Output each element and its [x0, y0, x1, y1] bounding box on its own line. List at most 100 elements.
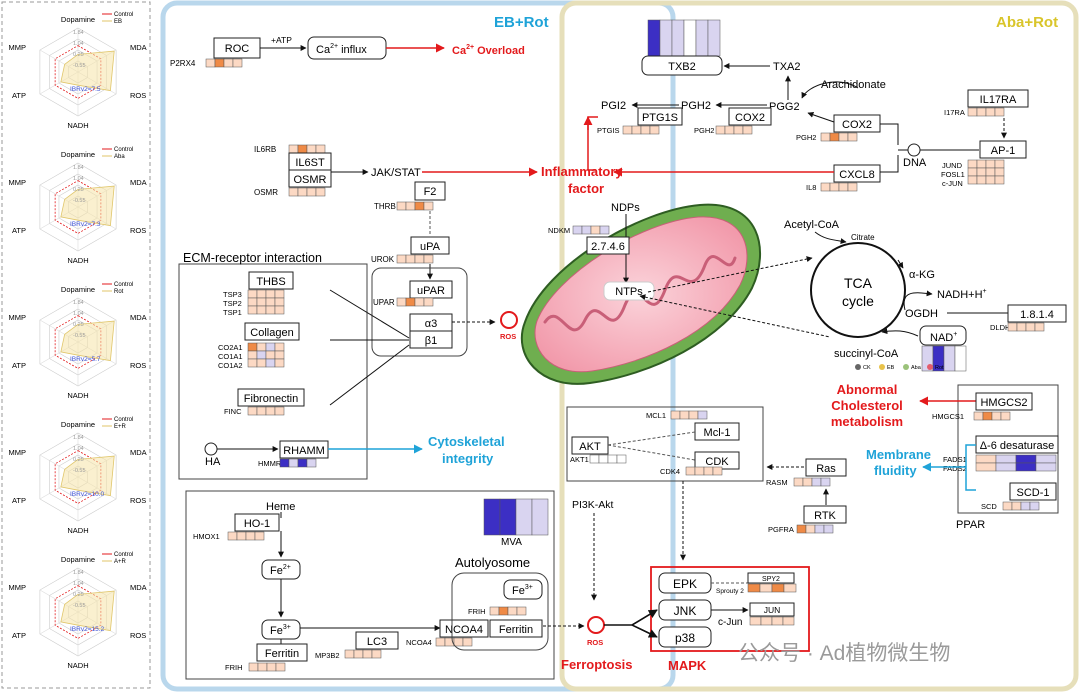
heatmap-cell — [1011, 501, 1022, 511]
heatmap-cell — [749, 616, 762, 626]
hmmr-heatmap — [279, 458, 317, 468]
heatmap-cell — [274, 297, 285, 307]
frih-gene: FRIH — [225, 663, 243, 672]
heatmap-cell — [315, 144, 326, 154]
heatmap-cell — [994, 175, 1005, 185]
radar-tick: 1.04 — [73, 446, 84, 452]
tca-cycle-circle — [810, 242, 906, 338]
ho1-box: HO-1 — [244, 518, 270, 530]
jnk-box: JNK — [674, 604, 697, 618]
radar-legend-treatment: A+R — [114, 559, 127, 565]
radar-axis-label: NADH — [67, 121, 88, 130]
watermark: 公众号 · Ad植物微生物 — [738, 642, 950, 665]
radar-axis-label: ROS — [130, 91, 146, 100]
heatmap-cell — [423, 201, 434, 211]
heatmap-cell — [247, 358, 258, 368]
mp3b2-heatmap — [344, 649, 382, 659]
radar-axis-label: Dopamine — [61, 420, 95, 429]
heatmap-cell — [265, 305, 276, 315]
arachidonate-label: Arachidonate — [821, 79, 886, 91]
heatmap-cell — [616, 454, 627, 464]
heatmap-cell — [1020, 501, 1031, 511]
heatmap-cell — [724, 125, 735, 135]
heatmap-cell — [274, 358, 285, 368]
scd-heatmap — [1002, 501, 1040, 511]
heatmap-cell — [679, 410, 690, 420]
radar-panel: DopamineMDAROSNADHATPMMP1.841.040.25-0.5… — [9, 552, 147, 670]
heatmap-cell — [254, 531, 265, 541]
cxcl8-box: CXCL8 — [839, 169, 874, 181]
ptg1s-box: PTG1S — [642, 112, 678, 124]
radar-axis-label: MMP — [9, 583, 27, 592]
eb-rot-label: EB+Rot — [494, 14, 549, 31]
radar-tick: 1.84 — [73, 300, 84, 306]
ibrv2-value: IBRv2=7.3 — [70, 221, 101, 228]
fe3-label: Fe3+ — [270, 624, 291, 637]
heatmap-cell — [371, 649, 382, 659]
hmgcs1-heatmap — [973, 411, 1011, 421]
fads-heatmap — [975, 454, 1057, 472]
radar-axis-label: Dopamine — [61, 150, 95, 159]
heatmap-cell — [985, 175, 996, 185]
radar-axis-label: NADH — [67, 526, 88, 535]
pgfra-heatmap — [796, 524, 834, 534]
alpha3-box: α3 — [425, 318, 437, 330]
heatmap-cell — [405, 254, 416, 264]
radar-tick: 0.25 — [73, 187, 84, 193]
heatmap-cell — [647, 19, 661, 57]
heatmap-cell — [994, 167, 1005, 177]
heatmap-cell — [265, 289, 276, 299]
heatmap-cell — [1029, 501, 1040, 511]
radar-tick: -0.55 — [73, 198, 86, 204]
akg-label: α-KG — [909, 269, 935, 281]
ec-1814-box: 1.8.1.4 — [1020, 309, 1054, 321]
osmr-gene: OSMR — [254, 188, 278, 197]
tsp1: TSP1 — [223, 308, 242, 317]
hmgcs1-gene: HMGCS1 — [932, 412, 964, 421]
heatmap-cell — [820, 132, 831, 142]
akt-node: AKT — [579, 441, 601, 453]
co1a2: CO1A2 — [218, 361, 243, 370]
pi3k-akt-label: PI3K-Akt — [572, 499, 614, 511]
mva-heatmap — [483, 498, 549, 536]
jak-stat-label: JAK/STAT — [371, 167, 421, 179]
heatmap-cell — [247, 297, 258, 307]
factor-label: factor — [568, 181, 604, 196]
cytoskeletal-label: Cytoskeletal — [428, 434, 505, 449]
heatmap-cell — [247, 406, 258, 416]
akt1-gene: AKT1 — [570, 455, 589, 464]
beta1-box: β1 — [425, 335, 437, 347]
heatmap-cell — [838, 132, 849, 142]
heatmap-cell — [707, 19, 721, 57]
fibronectin-box: Fibronectin — [244, 393, 298, 405]
radar-axis-label: NADH — [67, 661, 88, 670]
heatmap-cell — [622, 125, 633, 135]
heatmap-cell — [683, 19, 697, 57]
radar-panel: DopamineMDAROSNADHATPMMP1.841.040.25-0.5… — [9, 417, 147, 535]
ros-label-2: ROS — [587, 638, 603, 647]
ogdh-label: OGDH — [905, 308, 938, 320]
ap1-heatmap — [967, 159, 1005, 185]
heatmap-cell — [507, 606, 518, 616]
heatmap-cell — [515, 498, 533, 536]
ros-circle-2 — [587, 616, 605, 634]
heatmap-cell — [453, 637, 464, 647]
upar-gene: UPAR — [373, 298, 395, 307]
hmox1-gene: HMOX1 — [193, 532, 220, 541]
roc-label: ROC — [225, 43, 250, 55]
fe2-label: Fe2+ — [270, 564, 291, 577]
rasm-heatmap — [793, 477, 831, 487]
heatmap-cell — [811, 477, 822, 487]
heatmap-cell — [991, 411, 1002, 421]
il6st-box: IL6ST — [295, 157, 325, 169]
heatmap-cell — [820, 182, 831, 192]
i17ra-gene: I17RA — [944, 108, 965, 117]
radar-axis-label: NADH — [67, 391, 88, 400]
heatmap-cell — [266, 662, 277, 672]
radar-legend-treatment: EB — [114, 19, 122, 25]
heatmap-cell — [205, 58, 216, 68]
urok-gene: UROK — [371, 255, 395, 264]
heatmap-cell — [733, 125, 744, 135]
radar-tick: 1.04 — [73, 41, 84, 47]
radar-legend-control: Control — [114, 417, 133, 423]
